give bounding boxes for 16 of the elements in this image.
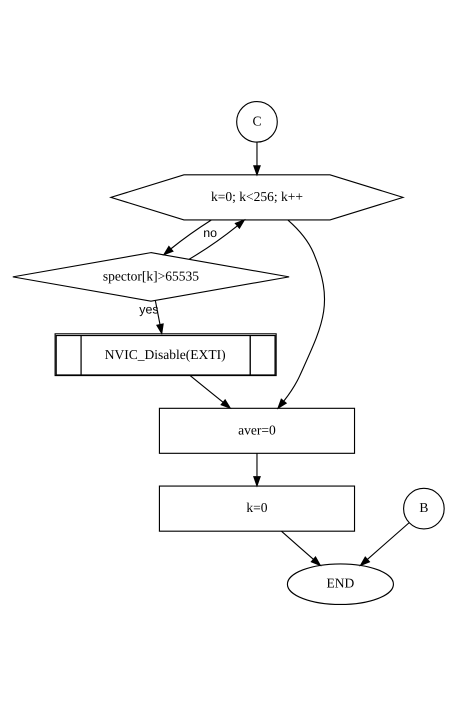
arrow: [162, 219, 212, 256]
arrow: [281, 530, 322, 566]
arrow: [188, 218, 246, 260]
arrow: [276, 219, 326, 409]
node-ellipse: END: [286, 562, 394, 605]
node-box: k=0: [158, 485, 356, 532]
edge-label: no: [203, 226, 218, 240]
arrow: [359, 522, 410, 566]
arrow: [253, 452, 261, 487]
arrow: [253, 142, 261, 176]
node-circle: C: [236, 100, 278, 142]
node-box: aver=0: [158, 407, 356, 454]
arrow: [190, 374, 232, 409]
arrow: [154, 300, 164, 335]
node-diamond: spector[k]>65535: [12, 252, 290, 302]
node-circle: B: [403, 487, 445, 529]
